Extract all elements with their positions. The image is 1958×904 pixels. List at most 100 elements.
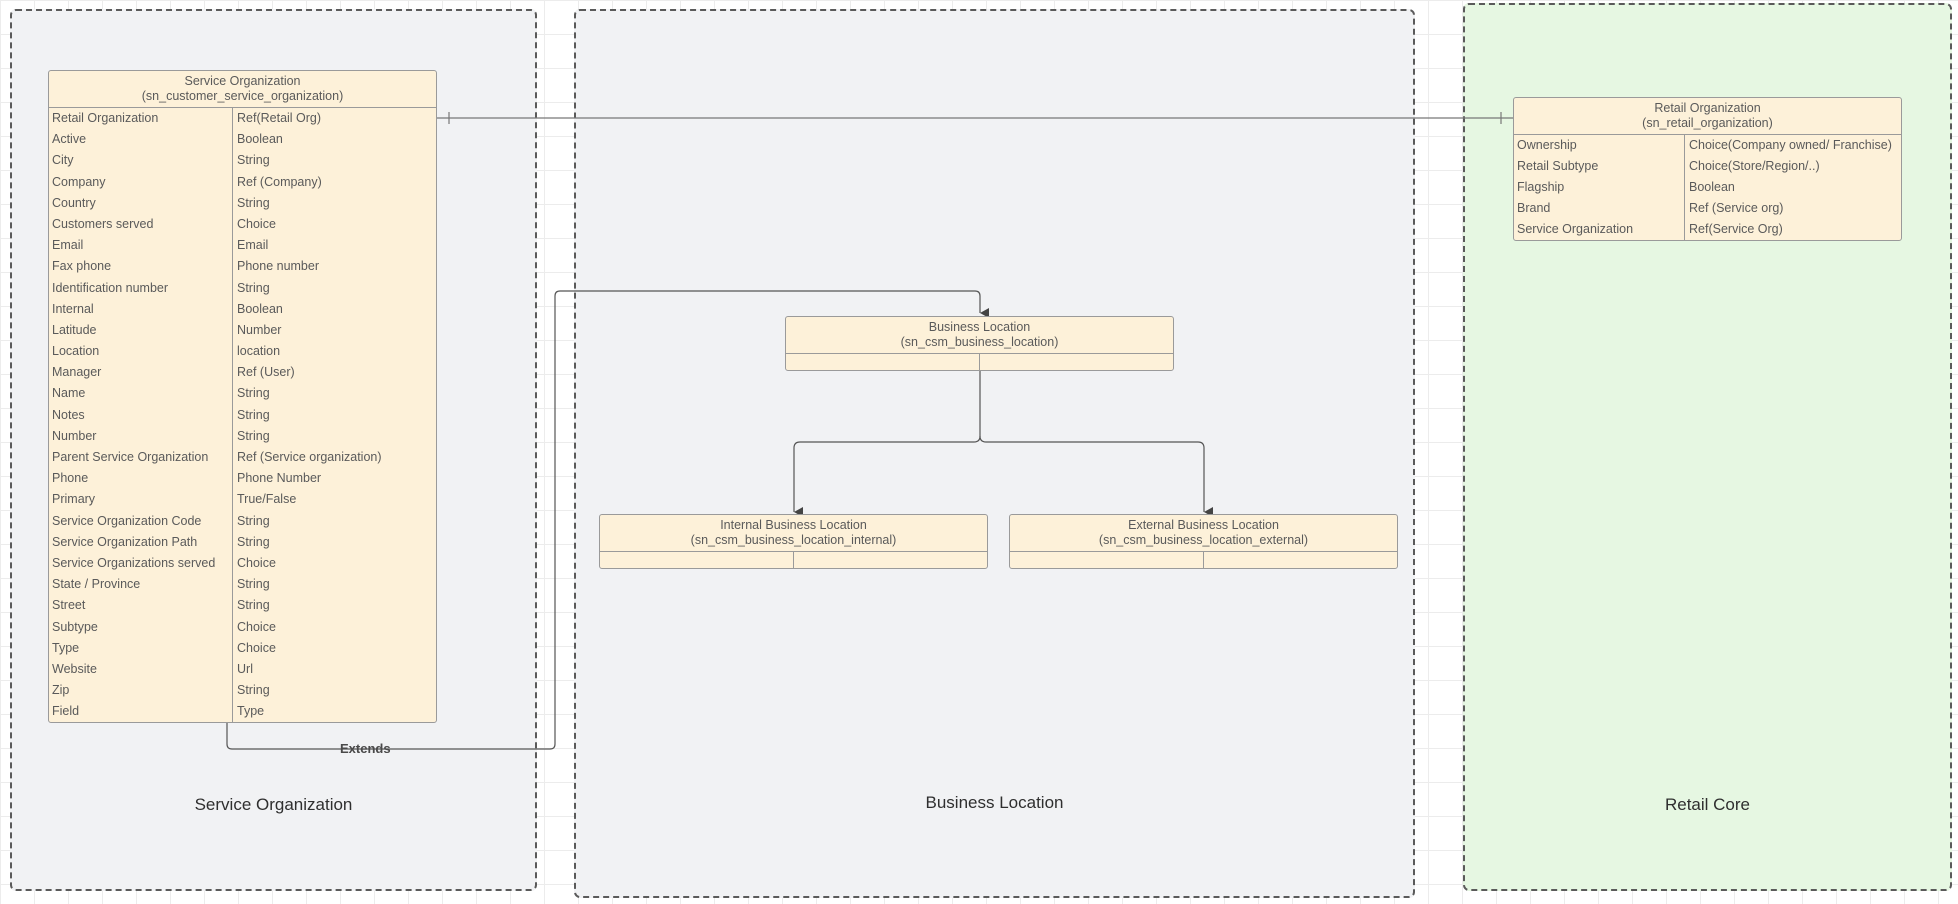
field-name: Zip (52, 683, 70, 698)
entity-table-name: (sn_customer_service_organization) (141, 89, 344, 103)
field-name: Notes (52, 407, 85, 422)
field-type: Boolean (232, 298, 436, 320)
zone-business-location: Business Location (574, 9, 1415, 898)
field-name: Active (52, 132, 87, 147)
field-row: Latitude Number (49, 319, 436, 342)
field-name: Manager (52, 365, 102, 380)
field-name: Identification number (52, 280, 169, 295)
field-type: Choice(Company owned/ Franchise) (1684, 135, 1901, 156)
field-type: Url (232, 658, 436, 681)
field-type: Type (232, 701, 436, 723)
field-type: Choice (232, 616, 436, 638)
hierarchy-trunk (793, 370, 981, 517)
field-name: Brand (1517, 201, 1551, 215)
field-name: Ownership (1517, 138, 1577, 152)
field-type: String (232, 595, 436, 617)
field-row: Identification number String (49, 277, 436, 299)
entity-title: External Business Location (1128, 518, 1279, 532)
entity-title: Business Location (928, 320, 1031, 334)
entity-empty-fields (600, 552, 987, 568)
hierarchy-branch-external (979, 435, 1213, 517)
field-name: Country (52, 195, 96, 210)
field-type: String (232, 404, 436, 426)
entity-internal-business-location[interactable]: Internal Business Location (sn_csm_busin… (599, 514, 988, 569)
field-name: Retail Organization (52, 111, 159, 125)
entity-header: External Business Location (sn_csm_busin… (1010, 515, 1397, 552)
field-name: Subtype (52, 619, 98, 634)
field-name: Location (52, 344, 100, 359)
field-type: Ref (Service org) (1684, 198, 1901, 219)
field-type: Phone number (232, 256, 436, 278)
field-type: String (232, 574, 436, 596)
entity-header: Retail Organization (sn_retail_organizat… (1514, 98, 1901, 135)
field-name: Type (52, 640, 80, 655)
field-type: String (232, 531, 436, 553)
field-type: String (232, 277, 436, 299)
field-type: String (232, 425, 436, 447)
field-type: Ref(Retail Org) (232, 108, 436, 130)
field-type: Phone Number (232, 468, 436, 490)
field-row: Customers served Choice (49, 213, 436, 236)
extends-label: Extends (340, 741, 391, 756)
field-name: Latitude (52, 322, 97, 337)
field-row: Field Type (49, 701, 436, 723)
field-type: Number (232, 319, 436, 342)
field-type: Choice (232, 213, 436, 236)
entity-table-name: (sn_csm_business_location_internal) (690, 533, 897, 547)
field-type: Choice (232, 637, 436, 659)
field-type: String (232, 383, 436, 405)
zone-label-retail-core: Retail Core (1664, 795, 1751, 814)
field-name: Email (52, 238, 84, 253)
zone-label-business-location: Business Location (925, 793, 1064, 812)
field-type: Ref (Company) (232, 171, 436, 193)
field-row: Company Ref (Company) (49, 171, 436, 193)
field-name: Street (52, 598, 86, 613)
field-row: Flagship Boolean (1514, 177, 1901, 198)
entity-business-location[interactable]: Business Location (sn_csm_business_locat… (785, 316, 1174, 371)
field-type: String (232, 192, 436, 214)
field-type: Boolean (1684, 177, 1901, 198)
entity-empty-fields (786, 354, 1173, 370)
field-name: Service Organization (1517, 222, 1634, 236)
entity-title: Internal Business Location (720, 518, 867, 532)
field-type: Choice (232, 552, 436, 575)
entity-retail-organization[interactable]: Retail Organization (sn_retail_organizat… (1513, 97, 1902, 241)
field-name: Service Organizations served (52, 555, 216, 570)
field-row: Notes String (49, 404, 436, 426)
field-type: True/False (232, 489, 436, 511)
field-type: Ref (User) (232, 362, 436, 384)
field-row: Manager Ref (User) (49, 362, 436, 384)
field-type: String (232, 680, 436, 702)
field-type: String (232, 510, 436, 532)
field-row: Country String (49, 192, 436, 214)
field-name: Retail Subtype (1517, 159, 1599, 173)
entity-title: Retail Organization (1654, 101, 1761, 115)
entity-table-name: (sn_retail_organization) (1642, 116, 1773, 130)
entity-field-list: Ownership Choice(Company owned/ Franchise… (1514, 135, 1901, 240)
field-type: String (232, 150, 436, 172)
field-name: Field (52, 704, 80, 719)
entity-service-organization[interactable]: Service Organization (sn_customer_servic… (48, 70, 437, 723)
field-name: Parent Service Organization (52, 450, 209, 464)
field-row: Subtype Choice (49, 616, 436, 638)
entity-external-business-location[interactable]: External Business Location (sn_csm_busin… (1009, 514, 1398, 569)
field-name: Customers served (52, 216, 154, 231)
field-name: Flagship (1517, 180, 1565, 194)
entity-header: Internal Business Location (sn_csm_busin… (600, 515, 987, 552)
field-row: Type Choice (49, 637, 436, 659)
field-name: Company (52, 174, 106, 189)
field-name: Website (52, 661, 97, 676)
field-name: Name (52, 386, 86, 401)
field-row: Street String (49, 595, 436, 617)
field-row: Name String (49, 383, 436, 405)
